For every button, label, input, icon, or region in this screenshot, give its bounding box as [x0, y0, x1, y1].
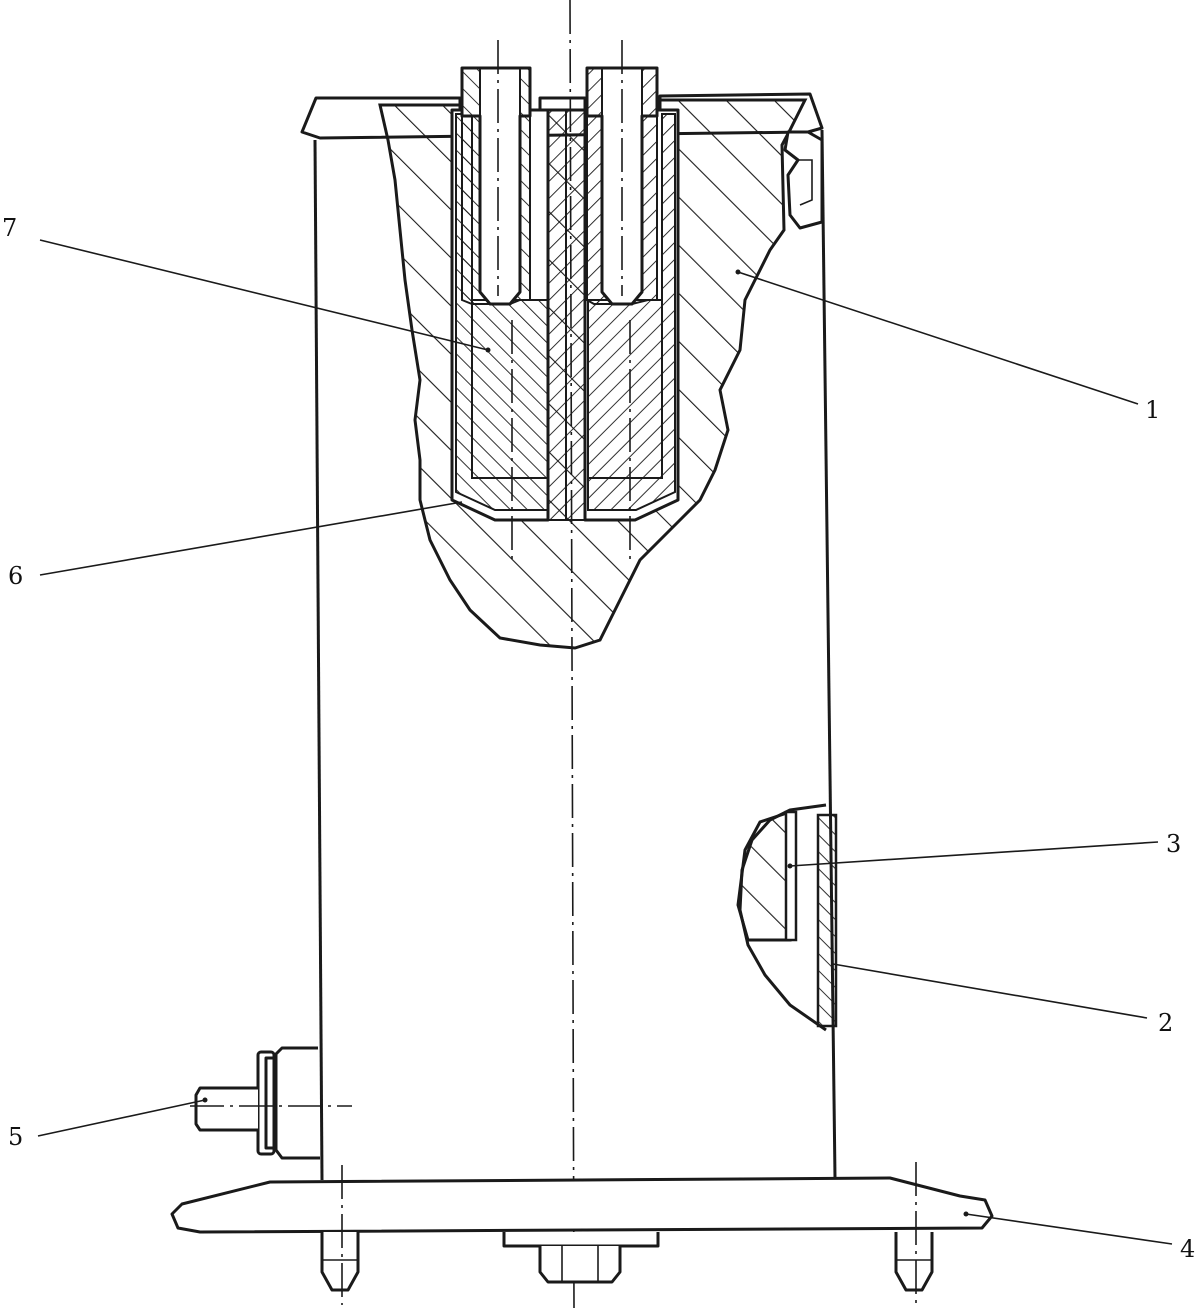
leader-2 — [832, 963, 1148, 1019]
callout-3: 3 — [1166, 830, 1181, 858]
leader-lines — [37, 239, 1173, 1245]
callout-1: 1 — [1145, 396, 1160, 424]
leader-1 — [737, 271, 1139, 405]
electrode-right — [585, 40, 659, 306]
leader-4 — [965, 1213, 1173, 1245]
leader-3 — [789, 841, 1159, 867]
axis-centerline — [569, 0, 575, 1308]
callout-5: 5 — [8, 1123, 23, 1151]
base-plate — [170, 1162, 994, 1305]
callout-2: 2 — [1158, 1009, 1173, 1037]
leader-5 — [37, 1099, 206, 1137]
leader-6 — [39, 501, 463, 576]
callout-4: 4 — [1180, 1235, 1195, 1263]
electrode-left — [460, 40, 532, 306]
callout-7: 7 — [2, 214, 17, 242]
side-connector — [190, 1046, 352, 1160]
callout-6: 6 — [8, 562, 23, 590]
cutaway-section-side — [736, 803, 838, 1032]
leader-7 — [39, 239, 489, 351]
